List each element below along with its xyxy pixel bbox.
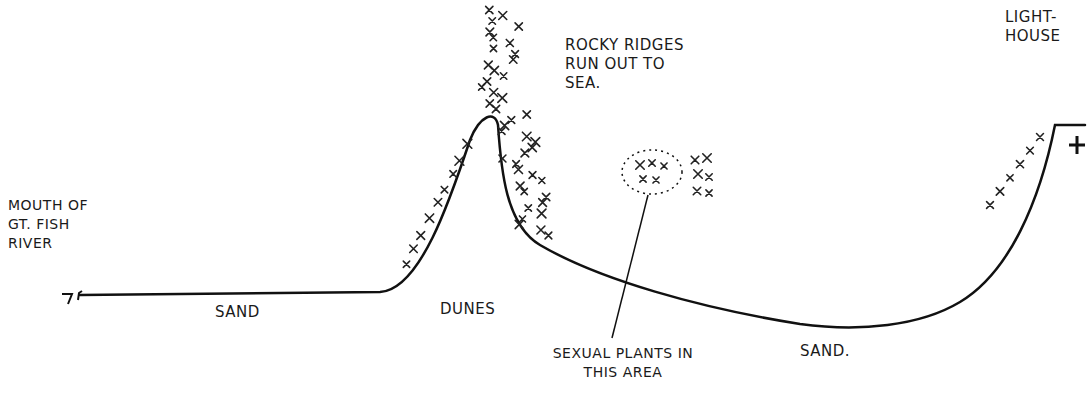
rock-mark xyxy=(514,165,522,173)
map-label: SAND. xyxy=(800,342,890,361)
rock-marks xyxy=(403,6,1043,267)
rock-mark xyxy=(492,105,499,112)
rock-mark xyxy=(706,174,712,180)
rock-mark xyxy=(640,176,646,182)
rock-mark xyxy=(703,154,711,162)
rock-mark xyxy=(479,84,485,90)
rock-mark xyxy=(521,149,529,157)
rock-mark xyxy=(434,199,441,206)
rock-mark xyxy=(706,190,712,196)
map-label: SAND xyxy=(215,303,295,322)
rock-mark xyxy=(522,132,531,141)
map-label: ROCKY RIDGES RUN OUT TO SEA. xyxy=(565,36,697,93)
rock-mark xyxy=(417,232,425,240)
map-label: DUNES xyxy=(440,300,530,319)
rock-mark xyxy=(537,209,546,218)
rock-mark xyxy=(498,94,507,103)
rock-mark xyxy=(1037,134,1044,141)
rock-mark xyxy=(455,156,464,165)
rock-mark xyxy=(515,23,522,30)
rock-mark xyxy=(490,45,496,51)
rock-mark xyxy=(529,172,536,179)
rock-mark xyxy=(694,170,703,179)
rock-mark xyxy=(523,111,530,118)
rock-mark xyxy=(403,261,409,267)
rock-mark xyxy=(649,160,656,167)
rock-mark xyxy=(653,177,659,183)
rock-mark xyxy=(410,245,418,253)
rock-mark xyxy=(515,220,523,228)
coastline xyxy=(80,117,1085,328)
leader-line xyxy=(612,195,648,338)
rock-mark xyxy=(545,232,552,239)
rock-mark xyxy=(425,214,433,222)
rock-mark xyxy=(499,11,507,19)
map-label: MOUTH OF GT. FISH RIVER xyxy=(8,196,100,253)
rock-mark xyxy=(661,163,667,169)
rock-mark xyxy=(490,34,496,40)
rock-mark xyxy=(510,56,517,63)
rock-mark xyxy=(1007,175,1013,181)
rock-mark xyxy=(489,18,496,25)
rock-mark xyxy=(525,205,531,211)
rock-mark xyxy=(521,188,527,194)
rock-mark xyxy=(516,182,524,190)
rock-mark xyxy=(539,177,545,183)
lighthouse-symbol xyxy=(1069,136,1085,154)
river-mouth xyxy=(62,291,82,304)
rock-mark xyxy=(506,39,513,46)
rock-mark xyxy=(441,186,447,192)
plant-area-circle xyxy=(622,150,682,194)
rock-mark xyxy=(508,117,515,124)
rock-mark xyxy=(996,188,1003,195)
map-label: SEXUAL PLANTS IN THIS AREA xyxy=(548,344,698,382)
map-label: LIGHT- HOUSE xyxy=(1005,8,1075,46)
rock-mark xyxy=(693,187,700,194)
rock-mark xyxy=(1016,161,1023,168)
rock-mark xyxy=(499,155,506,162)
rock-mark xyxy=(987,202,994,209)
rock-mark xyxy=(691,156,699,164)
rock-mark xyxy=(528,143,536,151)
rock-mark xyxy=(463,139,472,148)
rock-mark xyxy=(1027,147,1034,154)
rock-mark xyxy=(450,171,457,178)
rock-mark xyxy=(636,161,644,169)
rock-mark xyxy=(486,6,493,13)
rock-mark xyxy=(490,66,498,74)
rock-mark xyxy=(500,73,506,79)
rock-mark xyxy=(490,88,498,96)
rock-mark xyxy=(498,128,505,135)
rock-mark xyxy=(537,226,545,234)
rock-mark xyxy=(539,199,547,207)
